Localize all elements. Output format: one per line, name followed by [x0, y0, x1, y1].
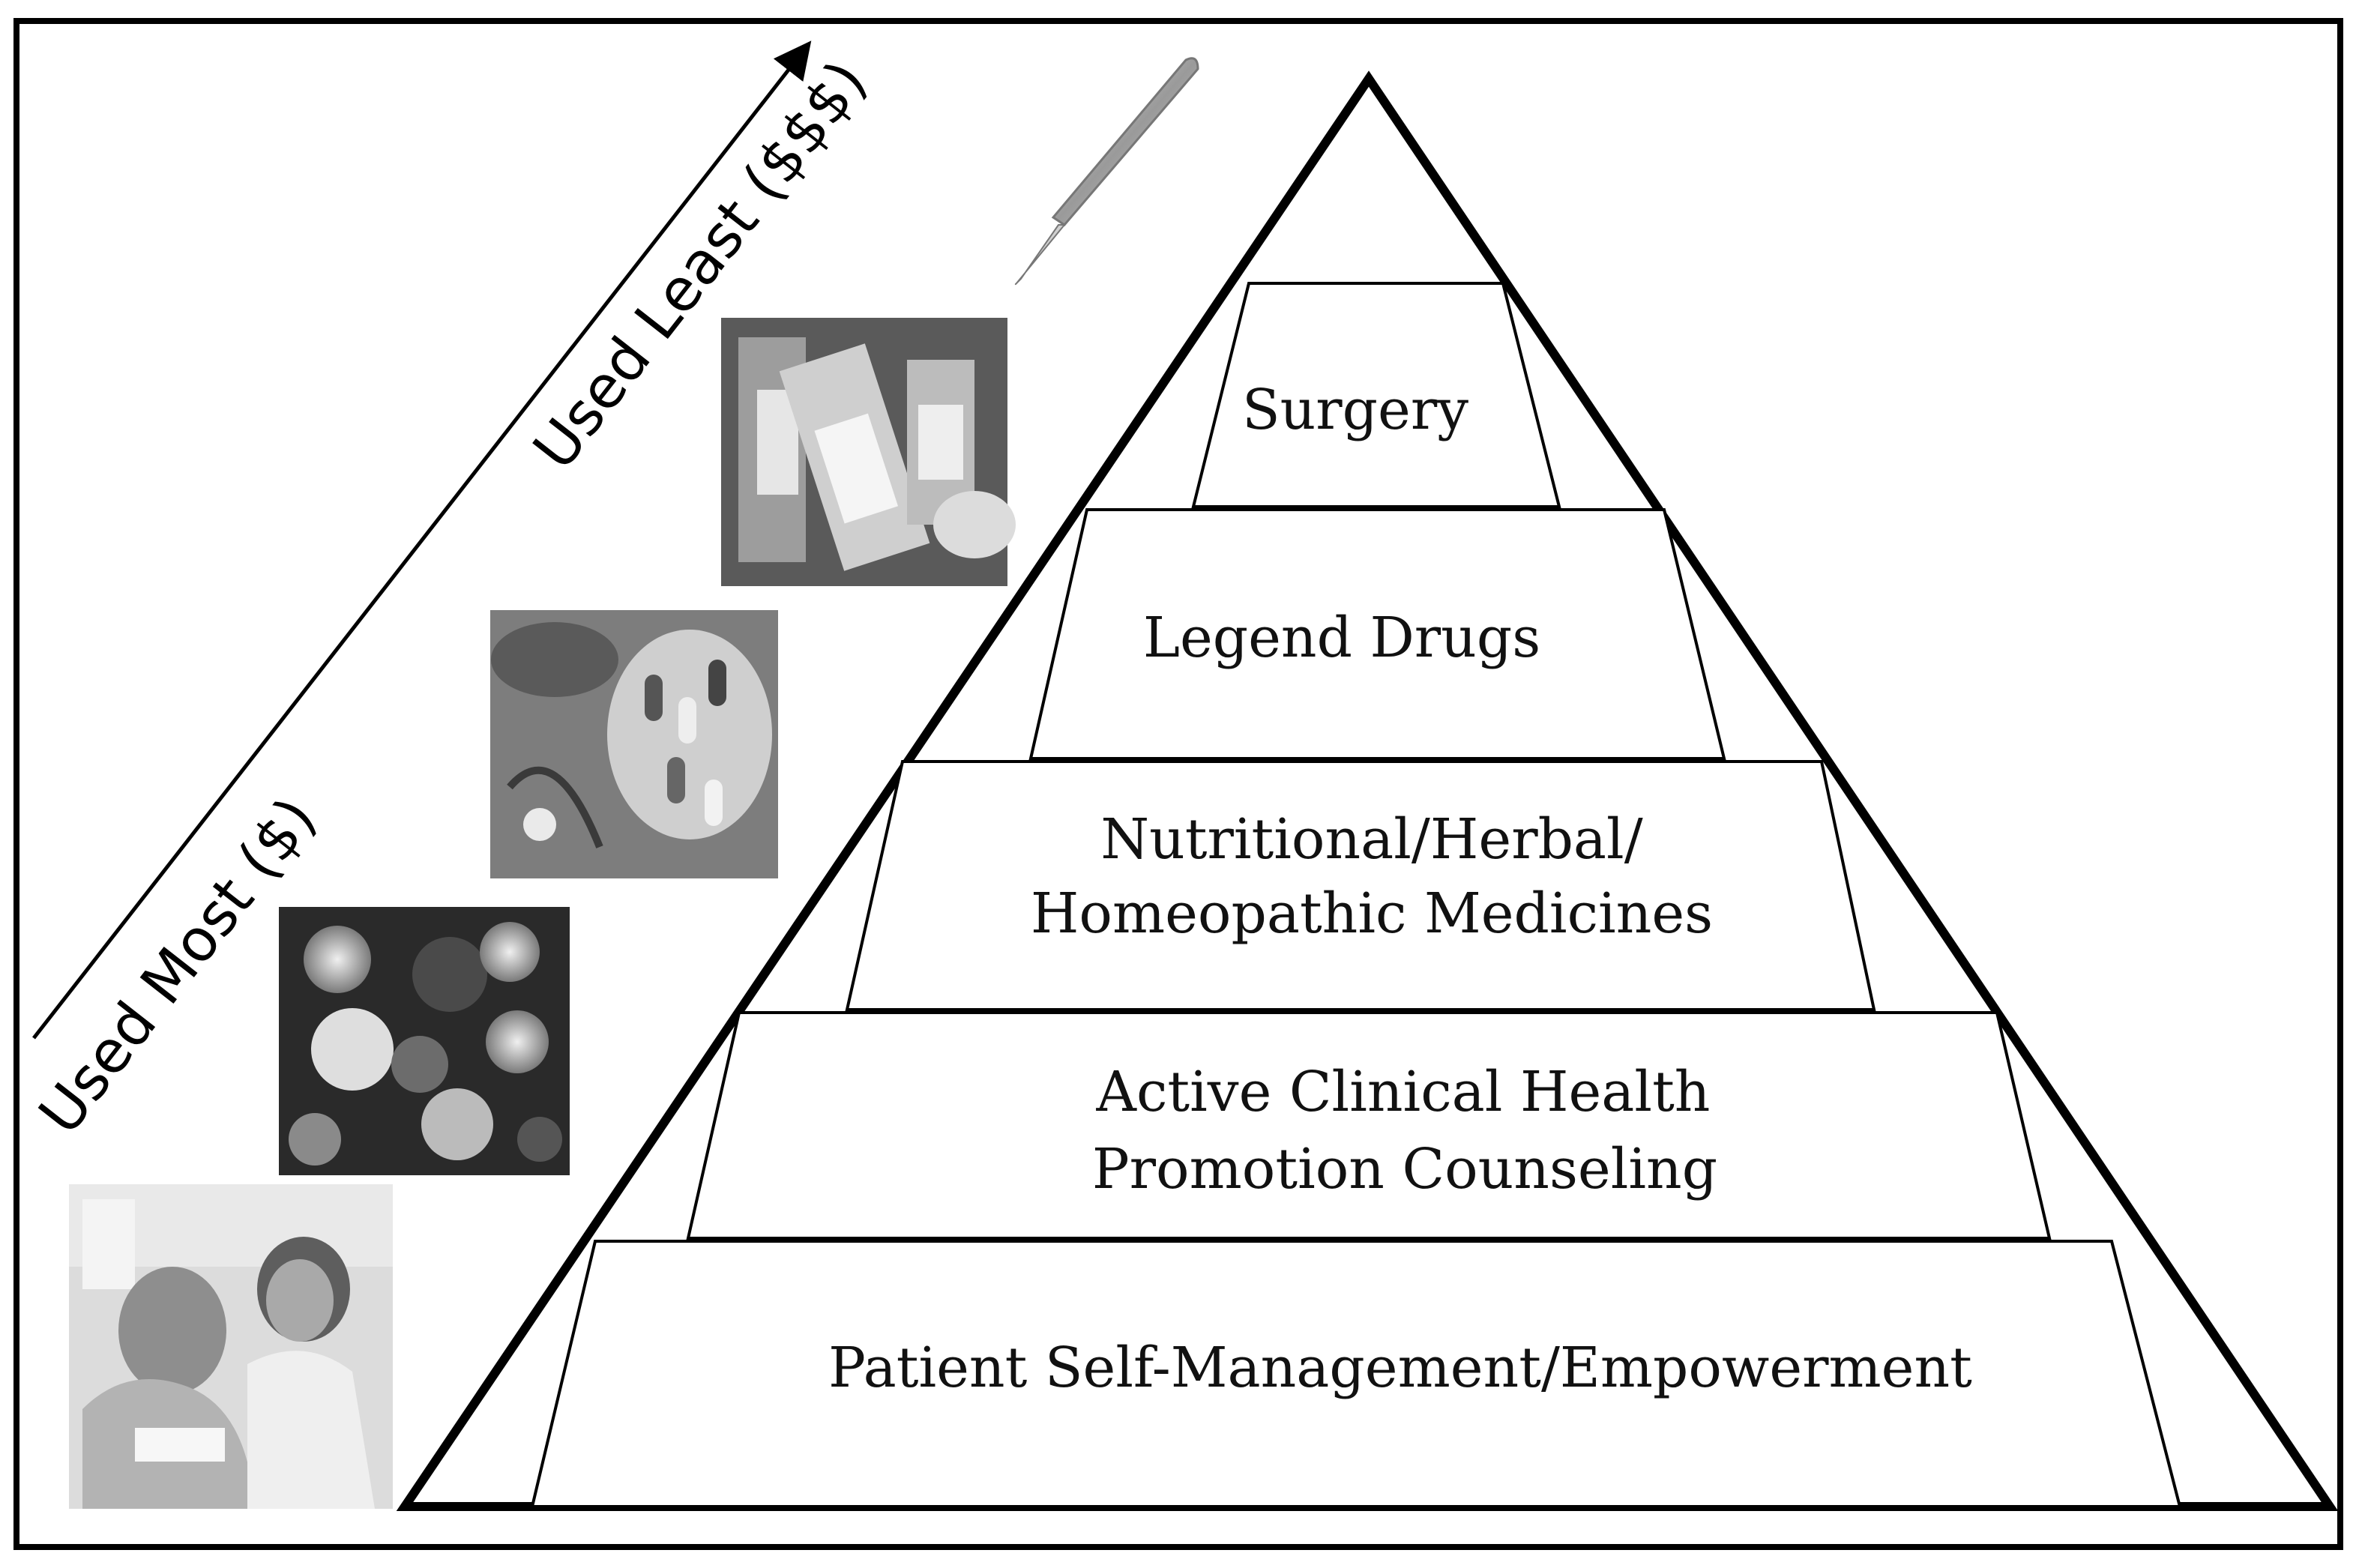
pill-bottles-photo [721, 318, 1016, 586]
tier-surgery: Surgery [1191, 282, 1561, 508]
scalpel-illustration [1014, 57, 1199, 286]
tier-label: Promotion Counseling [1092, 1137, 1717, 1201]
tier-patient-self-management: Patient Self-Management/Empowerment [530, 1240, 2182, 1508]
tier-legend-drugs: Legend Drugs [1028, 508, 1726, 760]
tier-label: Nutritional/Herbal/ [1100, 807, 1642, 872]
fruits-vegetables-photo [279, 907, 570, 1175]
tier-label: Legend Drugs [1143, 606, 1540, 670]
usage-arrow [32, 40, 812, 1040]
tier-label: Homeopathic Medicines [1031, 881, 1713, 946]
tier-label: Patient Self-Management/Empowerment [828, 1336, 1972, 1400]
herbal-capsules-photo [490, 610, 778, 878]
doctor-patient-photo [69, 1184, 393, 1509]
tier-nutritional-herbal: Nutritional/Herbal/ Homeopathic Medicine… [845, 760, 1876, 1011]
tier-label: Surgery [1242, 378, 1468, 442]
tier-label: Active Clinical Health [1096, 1060, 1711, 1124]
tier-active-clinical-health: Active Clinical Health Promotion Counsel… [686, 1011, 2052, 1240]
outer-border [13, 18, 2343, 1550]
